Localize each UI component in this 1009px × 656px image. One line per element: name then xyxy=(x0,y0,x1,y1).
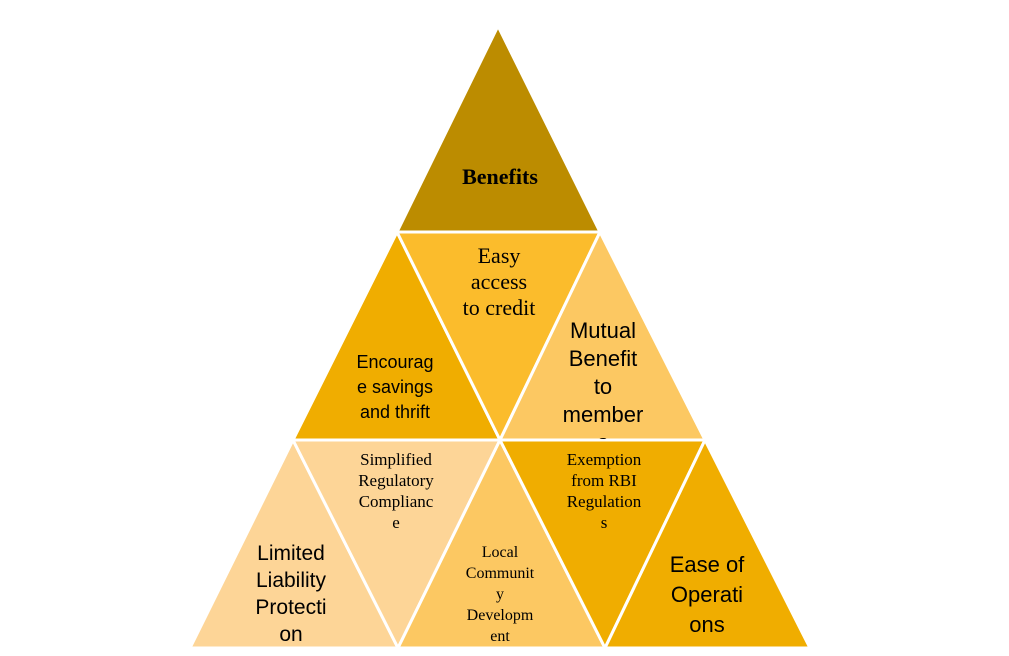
mutual-benefit-label: Mutual Benefit to member s xyxy=(562,318,644,439)
simplified-compliance-label: Simplified Regulatory Complianc e xyxy=(358,450,434,532)
ease-of-operations-triangle xyxy=(602,436,813,650)
easy-access-label: Easy access to credit xyxy=(462,243,536,320)
ease-of-operations-label: Ease of Operati ons xyxy=(669,552,745,637)
limited-liability-label: Limited Liability Protecti on xyxy=(255,542,327,646)
encourage-savings-label: Encourag e savings and thrift xyxy=(356,352,434,422)
apex-triangle xyxy=(394,22,603,234)
local-community-label: Local Communit y Developm ent xyxy=(465,544,535,645)
rbi-exemption-label: Exemption from RBI Regulation s xyxy=(566,450,642,532)
apex-label: Benefits xyxy=(462,164,538,189)
